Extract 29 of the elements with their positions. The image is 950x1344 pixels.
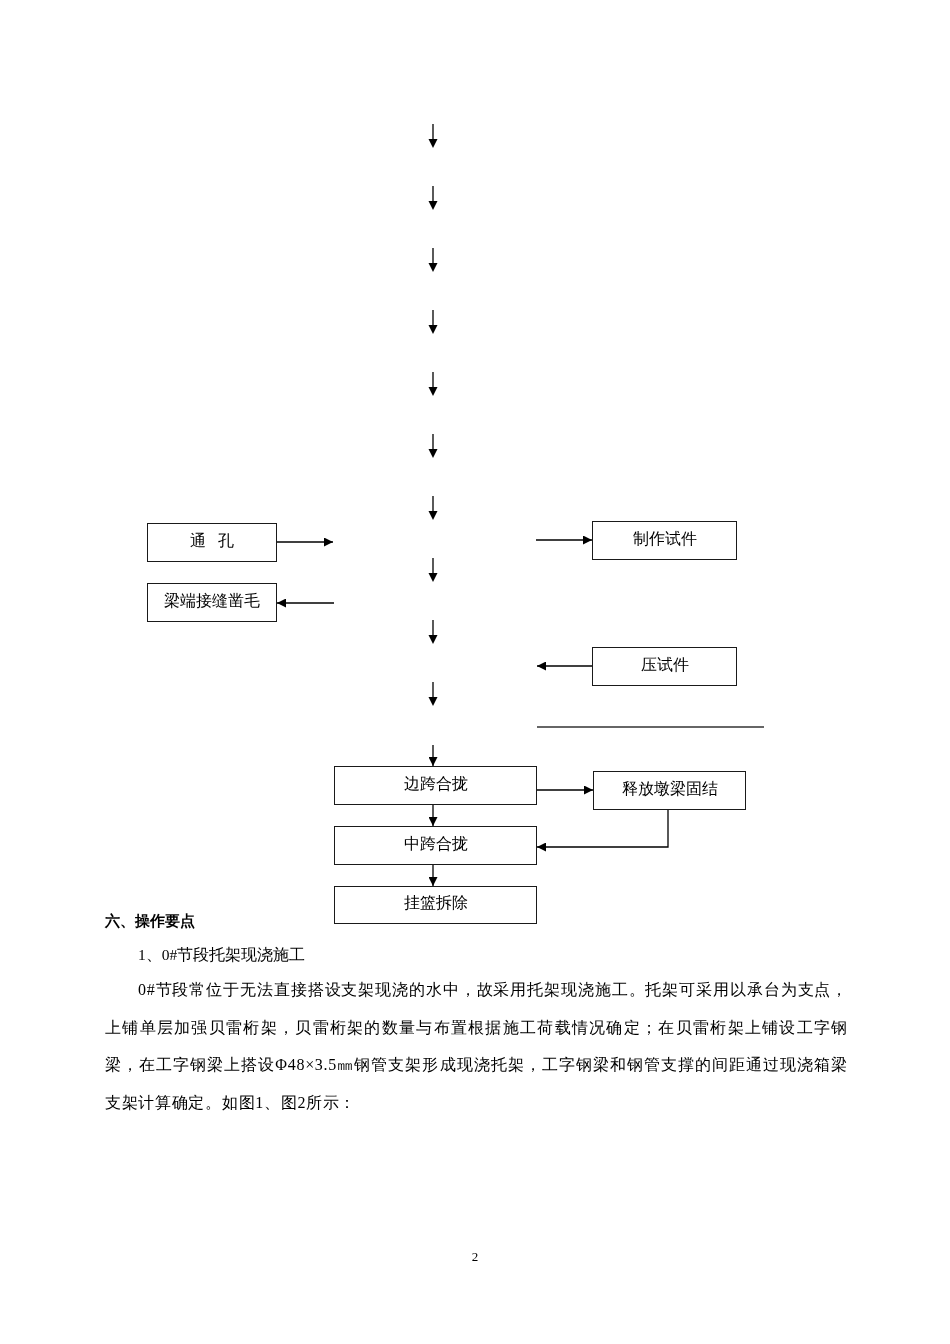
arrow (428, 864, 438, 887)
arrow (428, 744, 438, 767)
process-box (334, 766, 537, 805)
step-label: 中跨合拢 (403, 834, 468, 853)
process-box (334, 886, 537, 924)
step-label: 制作试件 (632, 529, 697, 548)
section-heading: 六、操作要点 (105, 911, 195, 932)
process-box (147, 523, 277, 562)
process-box (593, 771, 746, 810)
arrow (428, 804, 438, 827)
arrow (276, 537, 334, 547)
step-label: 边跨合拢 (403, 774, 468, 793)
step-label: 挂篮拆除 (403, 894, 468, 912)
arrow (276, 598, 335, 608)
step-label: 压试件 (640, 655, 689, 674)
subsection-heading: 1、0#节段托架现浇施工 (138, 945, 306, 965)
step-label: 释放墩梁固结 (621, 779, 718, 798)
process-box (592, 521, 737, 560)
page-number: 2 (470, 1248, 480, 1266)
step-label: 梁端接缝凿毛 (164, 591, 260, 610)
arrow (536, 809, 669, 852)
arrow (535, 535, 593, 545)
body-paragraph: 0#节段常位于无法直接搭设支架现浇的水中，故采用托架现浇施工。托架可采用以承台为支点，上铺单层加强贝雷桁架，贝雷桁架的数量与布置根据施工荷载情况确定；在贝雷桁架上铺设工字钢梁，在工字钢梁上搭设Φ48×3.5㎜钢管支架形成现浇托架，工字钢梁和钢管支撑的间距通过现浇箱梁支架计算确定。如图1、图2所示： (105, 980, 848, 1113)
process-box (334, 826, 537, 865)
arrow (536, 785, 594, 795)
process-box (592, 647, 737, 686)
step-label: 通 孔 (189, 531, 235, 550)
process-box (147, 583, 277, 622)
arrow (536, 661, 593, 671)
